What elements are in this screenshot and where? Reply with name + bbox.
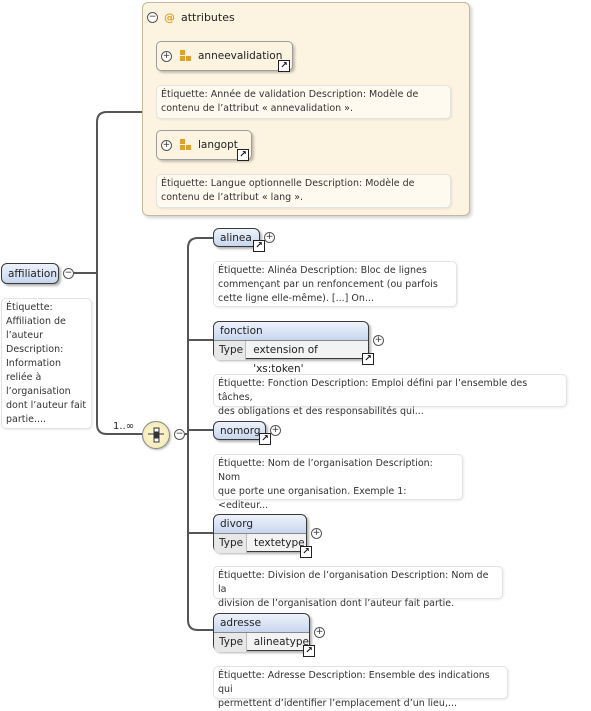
type-label: Type bbox=[214, 534, 247, 553]
element-divorg[interactable]: divorg Type textetype ↗ bbox=[213, 514, 312, 558]
attributes-header[interactable]: − @ attributes bbox=[147, 9, 235, 25]
shortcut-arrow-icon[interactable]: ↗ bbox=[253, 240, 265, 252]
attribute-icon bbox=[180, 139, 192, 151]
expand-icon[interactable]: + bbox=[373, 335, 384, 346]
element-documentation: Étiquette: Fonction Description: Emploi … bbox=[213, 374, 567, 417]
collapse-icon[interactable]: − bbox=[174, 429, 185, 440]
shortcut-arrow-icon[interactable]: ↗ bbox=[300, 546, 312, 558]
type-label: Type bbox=[214, 341, 247, 360]
element-fonction[interactable]: fonction Type extension of 'xs:token' ↗ bbox=[213, 321, 374, 375]
element-documentation: Étiquette: Alinéa Description: Bloc de l… bbox=[213, 261, 457, 307]
collapse-icon[interactable]: − bbox=[63, 268, 74, 279]
root-element-name: affiliation bbox=[8, 268, 57, 280]
attribute-name: anneevalidation bbox=[198, 50, 283, 62]
element-name: fonction bbox=[214, 322, 368, 341]
collapse-icon[interactable]: − bbox=[147, 11, 158, 23]
type-value: extension of 'xs:token' bbox=[253, 344, 318, 375]
element-name: divorg bbox=[214, 515, 306, 534]
attribute-documentation: Étiquette: Année de validation Descripti… bbox=[156, 85, 451, 119]
root-documentation: Étiquette: Affiliation de l’auteur Descr… bbox=[1, 298, 92, 429]
root-element-affiliation[interactable]: affiliation bbox=[1, 263, 59, 284]
element-documentation: Étiquette: Division de l’organisation De… bbox=[213, 566, 503, 609]
type-value: textetype bbox=[254, 537, 305, 549]
element-alinea[interactable]: alinea ↗ bbox=[213, 228, 265, 252]
element-adresse[interactable]: adresse Type alineatype ↗ bbox=[213, 613, 315, 657]
expand-icon[interactable]: + bbox=[270, 425, 281, 436]
type-value: alineatype bbox=[253, 636, 309, 648]
attribute-name: langopt bbox=[198, 139, 238, 151]
attribute-anneevalidation[interactable]: + anneevalidation ↗ bbox=[156, 41, 293, 72]
expand-icon[interactable]: + bbox=[161, 139, 172, 151]
sequence-compositor-icon[interactable] bbox=[142, 421, 170, 449]
type-row: Type textetype bbox=[214, 534, 306, 553]
element-name: adresse bbox=[214, 614, 309, 633]
sequence-glyph-icon bbox=[148, 427, 164, 443]
element-documentation: Étiquette: Adresse Description: Ensemble… bbox=[213, 666, 508, 709]
shortcut-arrow-icon[interactable]: ↗ bbox=[278, 60, 290, 72]
expand-icon[interactable]: + bbox=[264, 232, 275, 243]
attributes-group: − @ attributes + anneevalidation ↗ Étiqu… bbox=[142, 2, 470, 216]
type-row: Type alineatype bbox=[214, 633, 309, 652]
shortcut-arrow-icon[interactable]: ↗ bbox=[237, 149, 249, 161]
shortcut-arrow-icon[interactable]: ↗ bbox=[362, 353, 374, 365]
attribute-documentation: Étiquette: Langue optionnelle Descriptio… bbox=[156, 174, 451, 208]
attribute-icon bbox=[180, 50, 192, 62]
expand-icon[interactable]: + bbox=[161, 50, 172, 62]
element-name: alinea bbox=[220, 232, 252, 244]
attribute-at-icon: @ bbox=[164, 10, 175, 24]
shortcut-arrow-icon[interactable]: ↗ bbox=[303, 645, 315, 657]
attributes-title: attributes bbox=[181, 10, 235, 24]
sequence-cardinality: 1..∞ bbox=[113, 421, 135, 432]
attribute-langopt[interactable]: + langopt ↗ bbox=[156, 130, 252, 161]
shortcut-arrow-icon[interactable]: ↗ bbox=[259, 433, 271, 445]
expand-icon[interactable]: + bbox=[311, 528, 322, 539]
type-row: Type extension of 'xs:token' bbox=[214, 341, 368, 375]
type-label: Type bbox=[214, 633, 247, 652]
element-name: nomorg bbox=[220, 425, 261, 437]
element-nomorg[interactable]: nomorg ↗ bbox=[213, 421, 271, 445]
element-documentation: Étiquette: Nom de l’organisation Descrip… bbox=[213, 454, 463, 511]
expand-icon[interactable]: + bbox=[314, 627, 325, 638]
